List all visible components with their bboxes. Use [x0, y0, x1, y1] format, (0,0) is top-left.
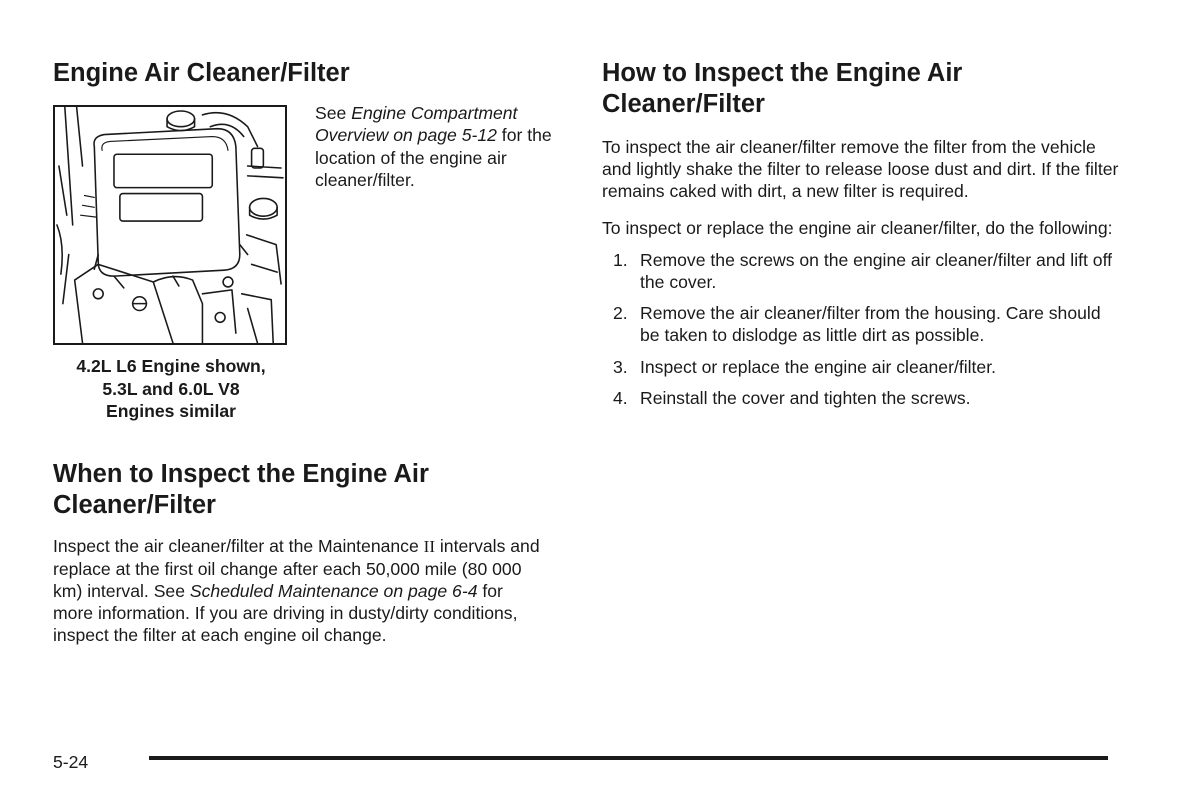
step-text: Inspect or replace the engine air cleane… — [640, 356, 996, 377]
right-column: How to Inspect the Engine Air Cleaner/Fi… — [602, 58, 1122, 418]
when-to-inspect-heading: When to Inspect the Engine Air Cleaner/F… — [53, 459, 429, 519]
step-text: Remove the air cleaner/filter from the h… — [640, 303, 1101, 346]
figure-row: See Engine Compartment Overview on page … — [53, 103, 552, 347]
step-number: 1. — [613, 249, 628, 270]
engine-compartment-link[interactable]: Engine Compartment Overview on page 5-12 — [315, 103, 518, 146]
maintenance-roman-numeral: II — [423, 536, 435, 556]
step-number: 2. — [613, 303, 628, 324]
when-text-3: for more information. If you are driving… — [53, 580, 518, 646]
when-text-2: intervals and replace at the first oil c… — [53, 535, 540, 601]
when-to-inspect-paragraph: Inspect the air cleaner/filter at the Ma… — [53, 535, 543, 647]
step-number: 4. — [613, 387, 628, 408]
footer-rule-divider — [149, 756, 1108, 760]
step-text: Reinstall the cover and tighten the scre… — [640, 387, 971, 408]
steps-list: 1. Remove the screws on the engine air cl… — [602, 249, 1122, 409]
caption-line-3: Engines similar — [105, 401, 237, 421]
when-text-1: Inspect the air cleaner/filter at the Ma… — [53, 535, 424, 556]
step-number: 3. — [613, 356, 628, 377]
list-item: 2. Remove the air cleaner/filter from the… — [602, 302, 1122, 346]
page-number: 5-24 — [53, 752, 89, 772]
caption-line-1: 4.2L L6 Engine shown, — [76, 356, 266, 376]
see-reference-text: See Engine Compartment Overview on page … — [315, 102, 555, 191]
caption-line-2: 5.3L and 6.0L V8 — [102, 378, 240, 399]
step-text: Remove the screws on the engine air clea… — [640, 249, 1113, 293]
list-item: 1. Remove the screws on the engine air cl… — [602, 249, 1122, 293]
replace-intro-paragraph: To inspect or replace the engine air cle… — [602, 217, 1113, 238]
figure-caption: 4.2L L6 Engine shown, 5.3L and 6.0L V8 E… — [53, 355, 289, 423]
see-prefix: See — [315, 103, 352, 123]
scheduled-maintenance-link[interactable]: Scheduled Maintenance on page 6-4 — [189, 580, 478, 601]
list-item: 4. Reinstall the cover and tighten the sc… — [602, 387, 1122, 409]
left-column: Engine Air Cleaner/Filter — [53, 58, 552, 647]
list-item: 3. Inspect or replace the engine air clea… — [602, 356, 1122, 378]
engine-illustration — [53, 105, 287, 345]
how-to-inspect-heading: How to Inspect the Engine Air Cleaner/Fi… — [602, 59, 963, 118]
see-suffix: for the location of the engine air clean… — [315, 125, 552, 190]
section-title: Engine Air Cleaner/Filter — [53, 59, 350, 87]
inspect-paragraph: To inspect the air cleaner/filter remove… — [602, 137, 1119, 202]
